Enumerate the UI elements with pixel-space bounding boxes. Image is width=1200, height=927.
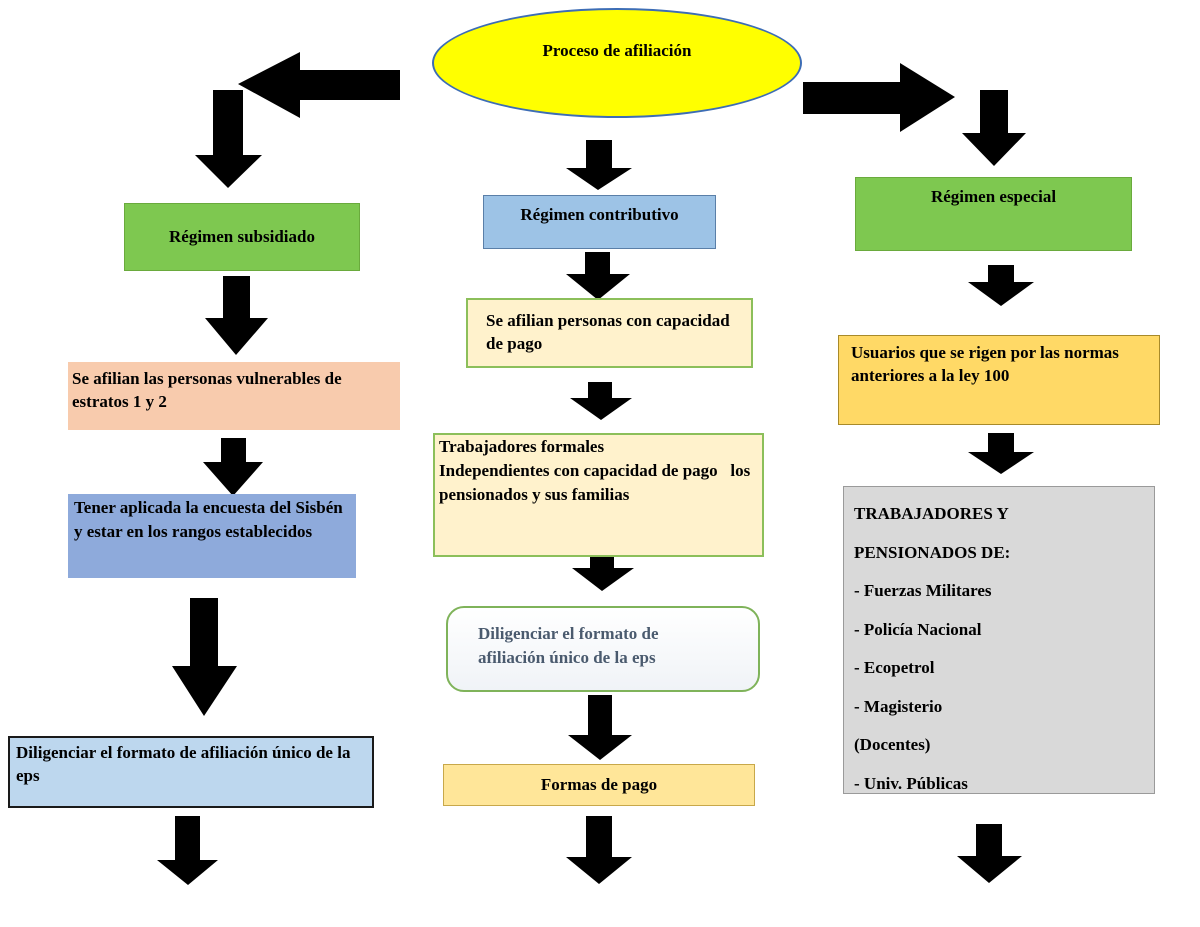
especial-list-item: - Policía Nacional	[854, 619, 982, 639]
especial-list-item: (Docentes)	[854, 735, 931, 754]
subsidiado-step3: Diligenciar el formato de afiliación úni…	[16, 743, 351, 785]
arrow-down-right-1	[962, 90, 1026, 166]
contributivo-step4: Formas de pago	[540, 774, 658, 794]
especial-list-item: - Magisterio	[854, 696, 943, 716]
arrow-down-left-3	[203, 438, 263, 496]
especial-header: Régimen especial	[930, 187, 1057, 206]
arrow-left-horizontal	[238, 52, 400, 118]
especial-step1: Usuarios que se rigen por las normas ant…	[851, 343, 1119, 385]
contributivo-step4-box: Formas de pago	[443, 764, 755, 806]
especial-list-item: TRABAJADORES Y	[854, 504, 1009, 523]
root-title: Proceso de afiliación	[542, 41, 692, 60]
subsidiado-header-box: Régimen subsidiado	[124, 203, 360, 271]
especial-list-item: - Ecopetrol	[854, 658, 935, 677]
subsidiado-step1: Se afilian las personas vulnerables de e…	[72, 369, 342, 411]
especial-header-box: Régimen especial	[855, 177, 1132, 251]
arrow-down-left-2	[205, 276, 268, 355]
contributivo-step1-box: Se afilian personas con capacidad de pag…	[466, 298, 753, 368]
subsidiado-step3-box: Diligenciar el formato de afiliación úni…	[8, 736, 374, 808]
arrow-down-center-2	[566, 252, 630, 300]
arrow-down-center-6	[566, 816, 632, 884]
arrow-right-horizontal	[803, 63, 955, 132]
especial-list-item: - Univ. Públicas	[854, 773, 968, 793]
especial-step1-box: Usuarios que se rigen por las normas ant…	[838, 335, 1160, 425]
root-ellipse: Proceso de afiliación	[432, 8, 802, 118]
arrow-down-left-5	[157, 816, 218, 885]
especial-list-box: TRABAJADORES Y PENSIONADOS DE: - Fuerzas…	[843, 486, 1155, 794]
contributivo-header-box: Régimen contributivo	[483, 195, 716, 249]
contributivo-step2-line1: Trabajadores formales	[439, 437, 605, 456]
subsidiado-step2-box: Tener aplicada la encuesta del Sisbén y …	[68, 494, 356, 578]
arrow-down-right-3	[968, 433, 1034, 474]
subsidiado-header: Régimen subsidiado	[169, 226, 315, 246]
arrow-down-center-1	[566, 140, 632, 190]
subsidiado-step2: Tener aplicada la encuesta del Sisbén y …	[74, 498, 343, 541]
arrow-down-left-1	[195, 90, 262, 188]
arrow-down-center-4	[572, 552, 634, 591]
subsidiado-step1-box: Se afilian las personas vulnerables de e…	[68, 362, 400, 430]
arrow-down-right-2	[968, 265, 1034, 306]
contributivo-header: Régimen contributivo	[520, 205, 679, 224]
especial-list-item: - Fuerzas Militares	[854, 581, 992, 600]
contributivo-step2-line2: Independientes con capacidad de pago los…	[439, 460, 755, 504]
contributivo-step3-box: Diligenciar el formato de afiliación úni…	[446, 606, 760, 692]
especial-list-item: PENSIONADOS DE:	[854, 542, 1011, 562]
contributivo-step3: Diligenciar el formato de afiliación úni…	[478, 624, 659, 667]
arrow-down-left-4	[172, 598, 237, 716]
arrow-down-right-4	[957, 824, 1022, 883]
arrow-down-center-5	[568, 695, 632, 760]
contributivo-step2-box: Trabajadores formales Independientes con…	[433, 433, 764, 557]
arrow-down-center-3	[570, 382, 632, 420]
contributivo-step1: Se afilian personas con capacidad de pag…	[486, 311, 730, 353]
